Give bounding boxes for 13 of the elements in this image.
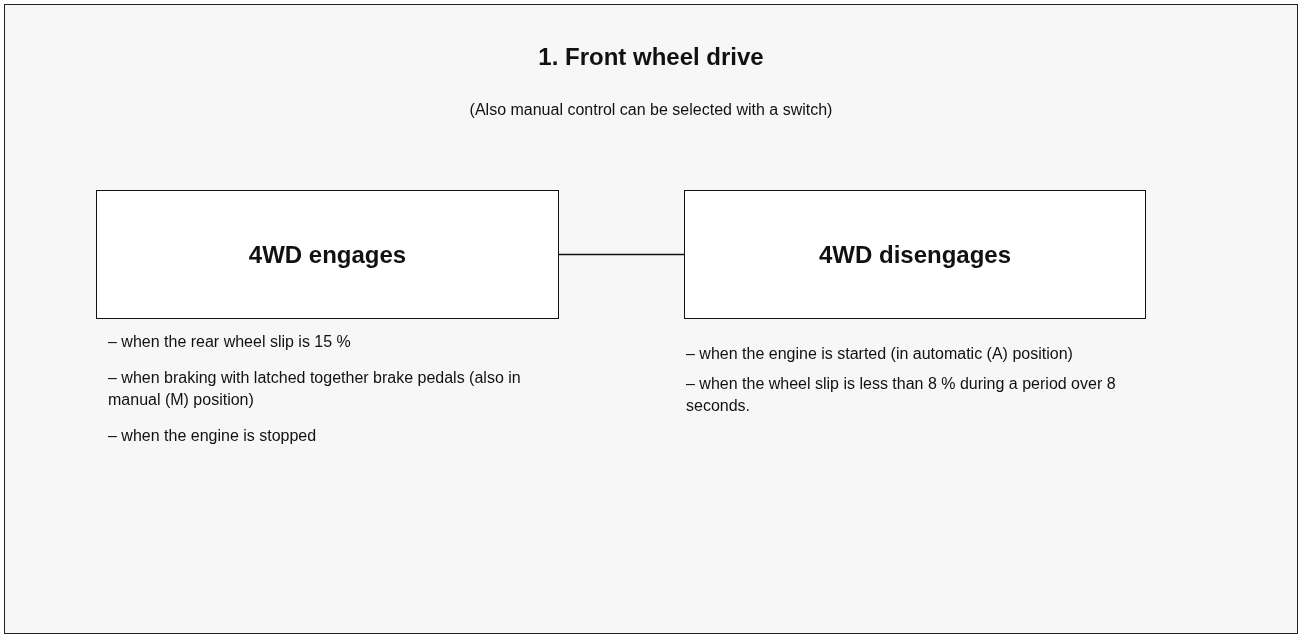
condition-text: – when the wheel slip is less than 8 % during a period over 8 seconds. [686, 374, 1117, 416]
box-label: 4WD disengages [818, 240, 1011, 269]
condition-text: – when braking with latched together brake pedals (also in manual (M) position) [108, 368, 522, 410]
condition-text: – when the engine is stopped [108, 426, 318, 446]
subtitle: (Also manual control can be selected with a switch) [469, 101, 833, 118]
state-box [684, 190, 1146, 319]
box-label: 4WD engages [248, 240, 407, 269]
connector-line [558, 253, 685, 256]
diagram-frame [4, 4, 1298, 634]
state-box [96, 190, 559, 319]
condition-text: – when the rear wheel slip is 15 % [108, 332, 352, 352]
condition-text: – when the engine is started (in automatic (A) position) [686, 344, 1074, 364]
title: 1. Front wheel drive [538, 43, 764, 70]
